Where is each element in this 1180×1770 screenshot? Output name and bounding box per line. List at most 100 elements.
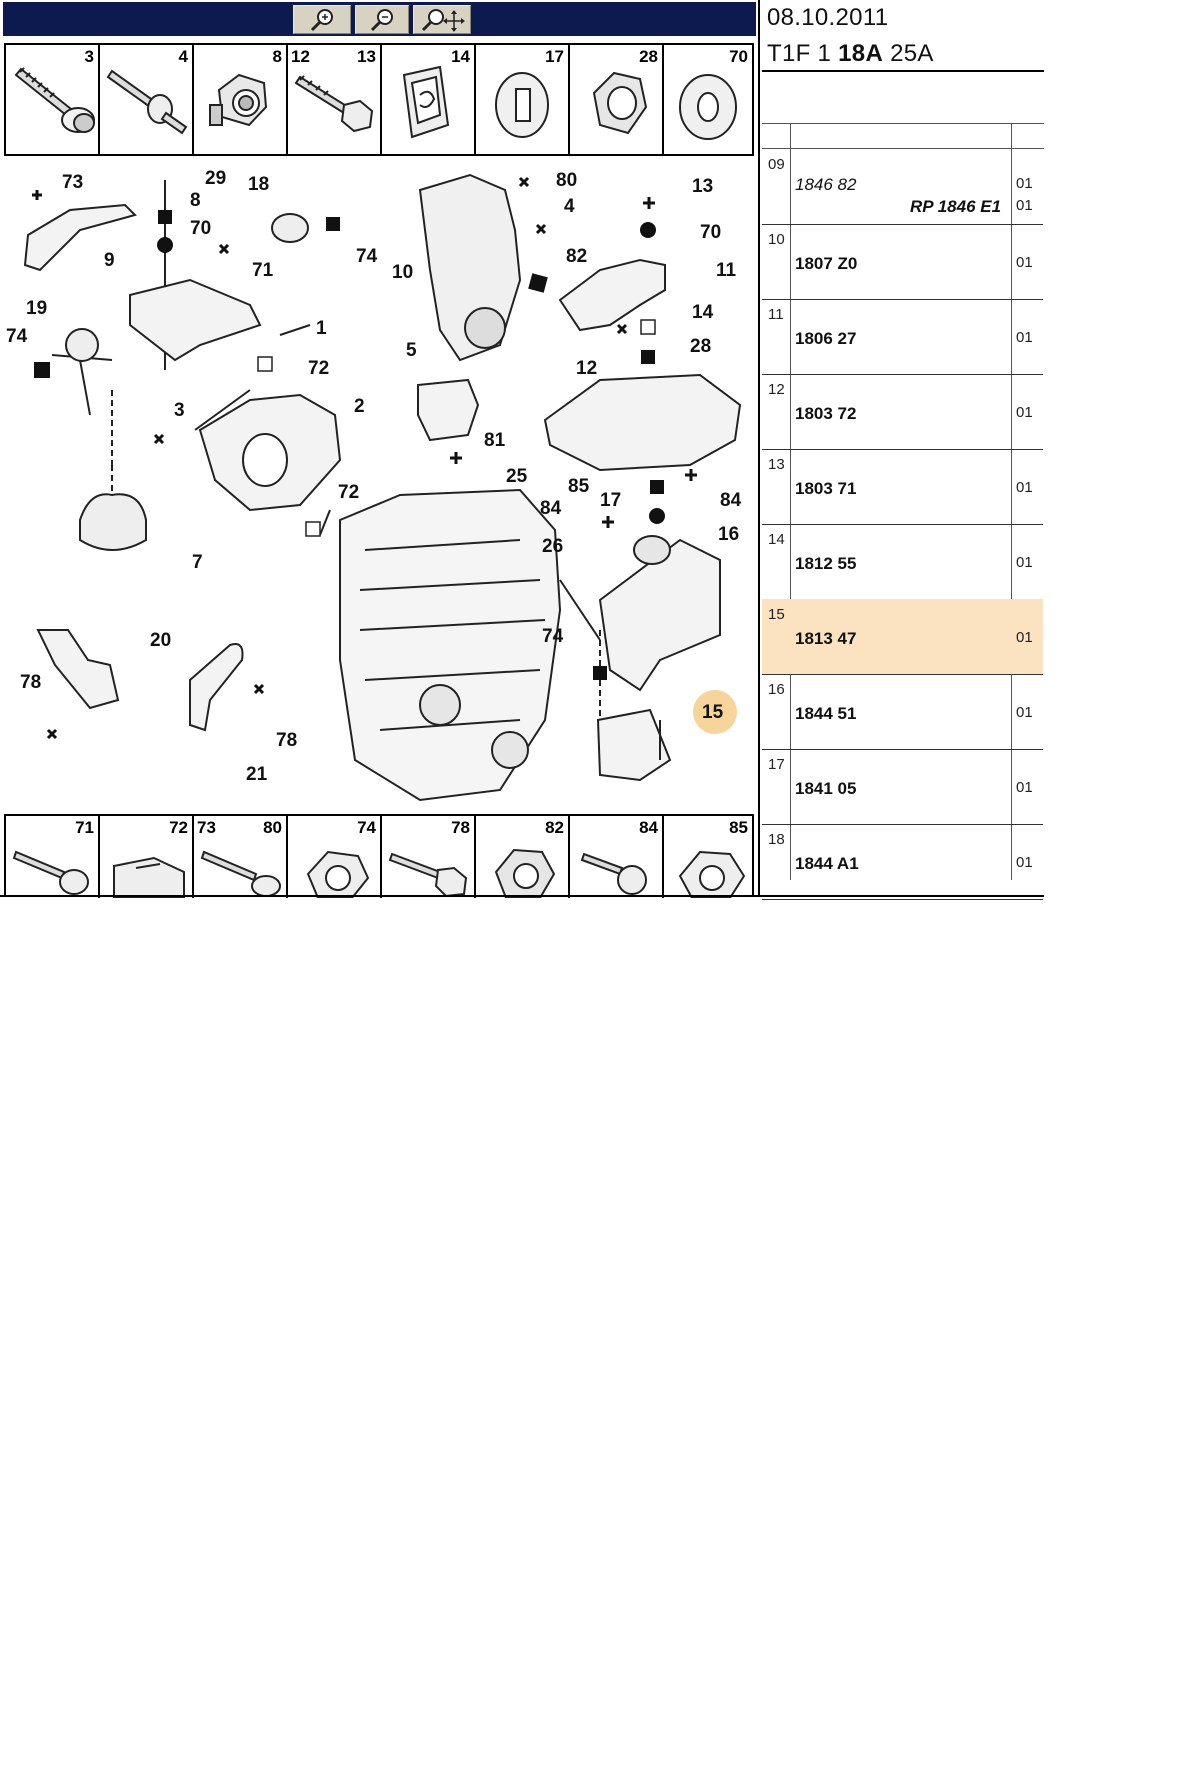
callout-25[interactable]: 25 — [506, 466, 528, 487]
callout-85[interactable]: 85 — [568, 476, 590, 497]
replacement-reference: RP 1846 E1 — [910, 197, 1002, 216]
callout-14[interactable]: 14 — [692, 302, 714, 323]
callout-2[interactable]: 2 — [354, 396, 365, 417]
row-number: 16 — [768, 681, 785, 698]
row-number: 10 — [768, 231, 785, 248]
part-thumb-4[interactable]: 4 — [100, 45, 194, 154]
hex-nut-icon — [494, 848, 556, 898]
callout-15[interactable]: 15 — [702, 702, 724, 723]
row-number: 14 — [768, 531, 785, 548]
callout-29[interactable]: 29 — [205, 168, 227, 189]
part-thumb-label: 14 — [451, 47, 470, 66]
table-top-border — [762, 123, 1044, 124]
callout-70[interactable]: 70 — [190, 218, 212, 239]
callout-72[interactable]: 72 — [338, 482, 360, 503]
part-thumb-82[interactable]: 82 — [476, 816, 570, 898]
part-thumb-label: 8 — [272, 47, 282, 66]
bolt-icon — [388, 852, 468, 898]
part-thumb-73-80[interactable]: 73 80 — [194, 816, 288, 898]
callout-71[interactable]: 71 — [252, 260, 274, 281]
callout-78[interactable]: 78 — [276, 730, 298, 751]
row-number: 09 — [768, 156, 785, 173]
part-thumb-78[interactable]: 78 — [382, 816, 476, 898]
washer-d-icon — [495, 72, 549, 138]
bottom-parts-strip: 71 72 73 80 — [4, 814, 754, 898]
callout-13[interactable]: 13 — [692, 176, 714, 197]
callout-7[interactable]: 7 — [192, 552, 203, 573]
part-thumb-label: 73 — [197, 818, 216, 837]
part-reference: 1813 47 — [795, 629, 857, 648]
part-reference: 1844 A1 — [795, 854, 859, 873]
column-divider — [790, 124, 791, 880]
callout-20[interactable]: 20 — [150, 630, 172, 651]
callout-81[interactable]: 81 — [484, 430, 506, 451]
part-thumb-70[interactable]: 70 — [664, 45, 752, 154]
zoom-in-button[interactable] — [293, 5, 351, 34]
callout-26[interactable]: 26 — [542, 536, 564, 557]
callout-10[interactable]: 10 — [392, 262, 414, 283]
part-thumb-label: 4 — [178, 47, 188, 66]
zoom-out-button[interactable] — [355, 5, 409, 34]
top-parts-strip: 3 4 8 — [4, 43, 754, 156]
part-thumb-17[interactable]: 17 — [476, 45, 570, 154]
callout-4[interactable]: 4 — [564, 196, 575, 217]
part-thumb-85[interactable]: 85 — [664, 816, 752, 898]
callout-80[interactable]: 80 — [556, 170, 578, 191]
callout-9[interactable]: 9 — [104, 250, 115, 271]
part-thumb-71[interactable]: 71 — [6, 816, 100, 898]
part-thumb-74[interactable]: 74 — [288, 816, 382, 898]
bolt-icon — [200, 850, 281, 897]
row-number: 11 — [768, 306, 784, 323]
part-quantity: 01 — [1016, 854, 1033, 871]
callout-3[interactable]: 3 — [174, 400, 185, 421]
pan-zoom-icon — [421, 9, 465, 32]
part-thumb-28[interactable]: 28 — [570, 45, 664, 154]
callout-12[interactable]: 12 — [576, 358, 598, 379]
part-reference: 1806 27 — [795, 329, 857, 348]
part-thumb-3[interactable]: 3 — [6, 45, 100, 154]
callout-74[interactable]: 74 — [542, 626, 564, 647]
header-divider — [762, 70, 1044, 72]
part-thumb-72[interactable]: 72 — [100, 816, 194, 898]
part-thumb-label: 84 — [639, 818, 658, 837]
callout-28[interactable]: 28 — [690, 336, 712, 357]
callout-11[interactable]: 11 — [716, 260, 737, 281]
callout-82[interactable]: 82 — [566, 246, 588, 267]
callout-84[interactable]: 84 — [540, 498, 562, 519]
callout-72[interactable]: 72 — [308, 358, 330, 379]
callout-16[interactable]: 16 — [718, 524, 740, 545]
callout-19[interactable]: 19 — [26, 298, 48, 319]
row-number: 17 — [768, 756, 785, 773]
callout-17[interactable]: 17 — [600, 490, 622, 511]
part-thumb-14[interactable]: 14 — [382, 45, 476, 154]
bolt-flange-icon — [12, 850, 89, 895]
callout-70[interactable]: 70 — [700, 222, 722, 243]
callout-21[interactable]: 21 — [246, 764, 268, 785]
vehicle-code-suffix: 25A — [890, 40, 934, 67]
part-thumb-8[interactable]: 8 — [194, 45, 288, 154]
part-reference: 1807 Z0 — [795, 254, 858, 273]
callout-1[interactable]: 1 — [316, 318, 327, 339]
callout-18[interactable]: 18 — [248, 174, 270, 195]
pan-zoom-button[interactable] — [413, 5, 471, 34]
callout-74[interactable]: 74 — [6, 326, 28, 347]
part-thumb-84[interactable]: 84 — [570, 816, 664, 898]
callout-73[interactable]: 73 — [62, 172, 84, 193]
callout-84[interactable]: 84 — [720, 490, 742, 511]
callout-5[interactable]: 5 — [406, 340, 417, 361]
callout-8[interactable]: 8 — [190, 190, 201, 211]
callout-74[interactable]: 74 — [356, 246, 378, 267]
part-thumb-12-13[interactable]: 12 13 — [288, 45, 382, 154]
bolt-icon — [294, 75, 374, 133]
callout-78[interactable]: 78 — [20, 672, 42, 693]
